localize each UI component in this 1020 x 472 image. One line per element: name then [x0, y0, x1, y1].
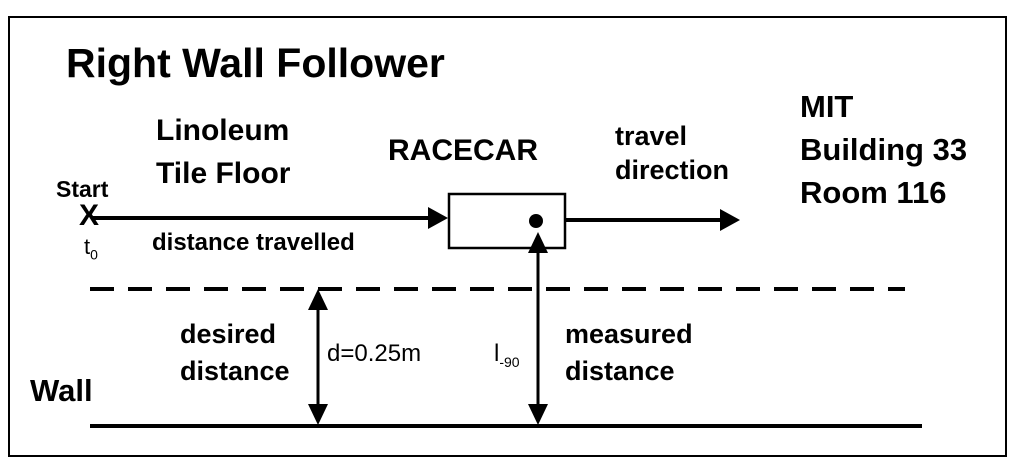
travel-direction-label-line2: direction [615, 155, 730, 185]
racecar-sensor-dot [529, 214, 543, 228]
start-marker: X [79, 199, 100, 232]
desired-distance-arrowhead-top [308, 289, 328, 310]
start-label: Start [56, 176, 109, 202]
measured-distance-label-line1: measured [565, 319, 693, 349]
start-time-label: t0 [84, 234, 98, 263]
wall-label: Wall [30, 373, 93, 408]
travel-direction-label-line1: travel [615, 121, 688, 151]
desired-distance-label-line2: distance [180, 356, 290, 386]
distance-travelled-label: distance travelled [152, 229, 355, 256]
floor-label-line2: Tile Floor [156, 157, 291, 190]
racecar-label: RACECAR [388, 134, 538, 167]
location-line3: Room 116 [800, 175, 947, 210]
floor-label-line1: Linoleum [156, 114, 290, 147]
distance-travelled-arrowhead [428, 207, 448, 229]
desired-distance-label-line1: desired [180, 319, 277, 349]
desired-distance-value: d=0.25m [327, 340, 422, 367]
desired-distance-arrowhead-bottom [308, 404, 328, 425]
location-line2: Building 33 [800, 132, 968, 167]
location-line1: MIT [800, 89, 854, 124]
racecar-box [447, 192, 567, 250]
measured-distance-symbol: l-90 [494, 340, 520, 370]
measured-distance-arrowhead-top [528, 232, 548, 253]
travel-direction-arrowhead [720, 209, 740, 231]
measured-distance-label-line2: distance [565, 356, 675, 386]
diagram-title: Right Wall Follower [66, 40, 445, 86]
measured-distance-arrowhead-bottom [528, 404, 548, 425]
